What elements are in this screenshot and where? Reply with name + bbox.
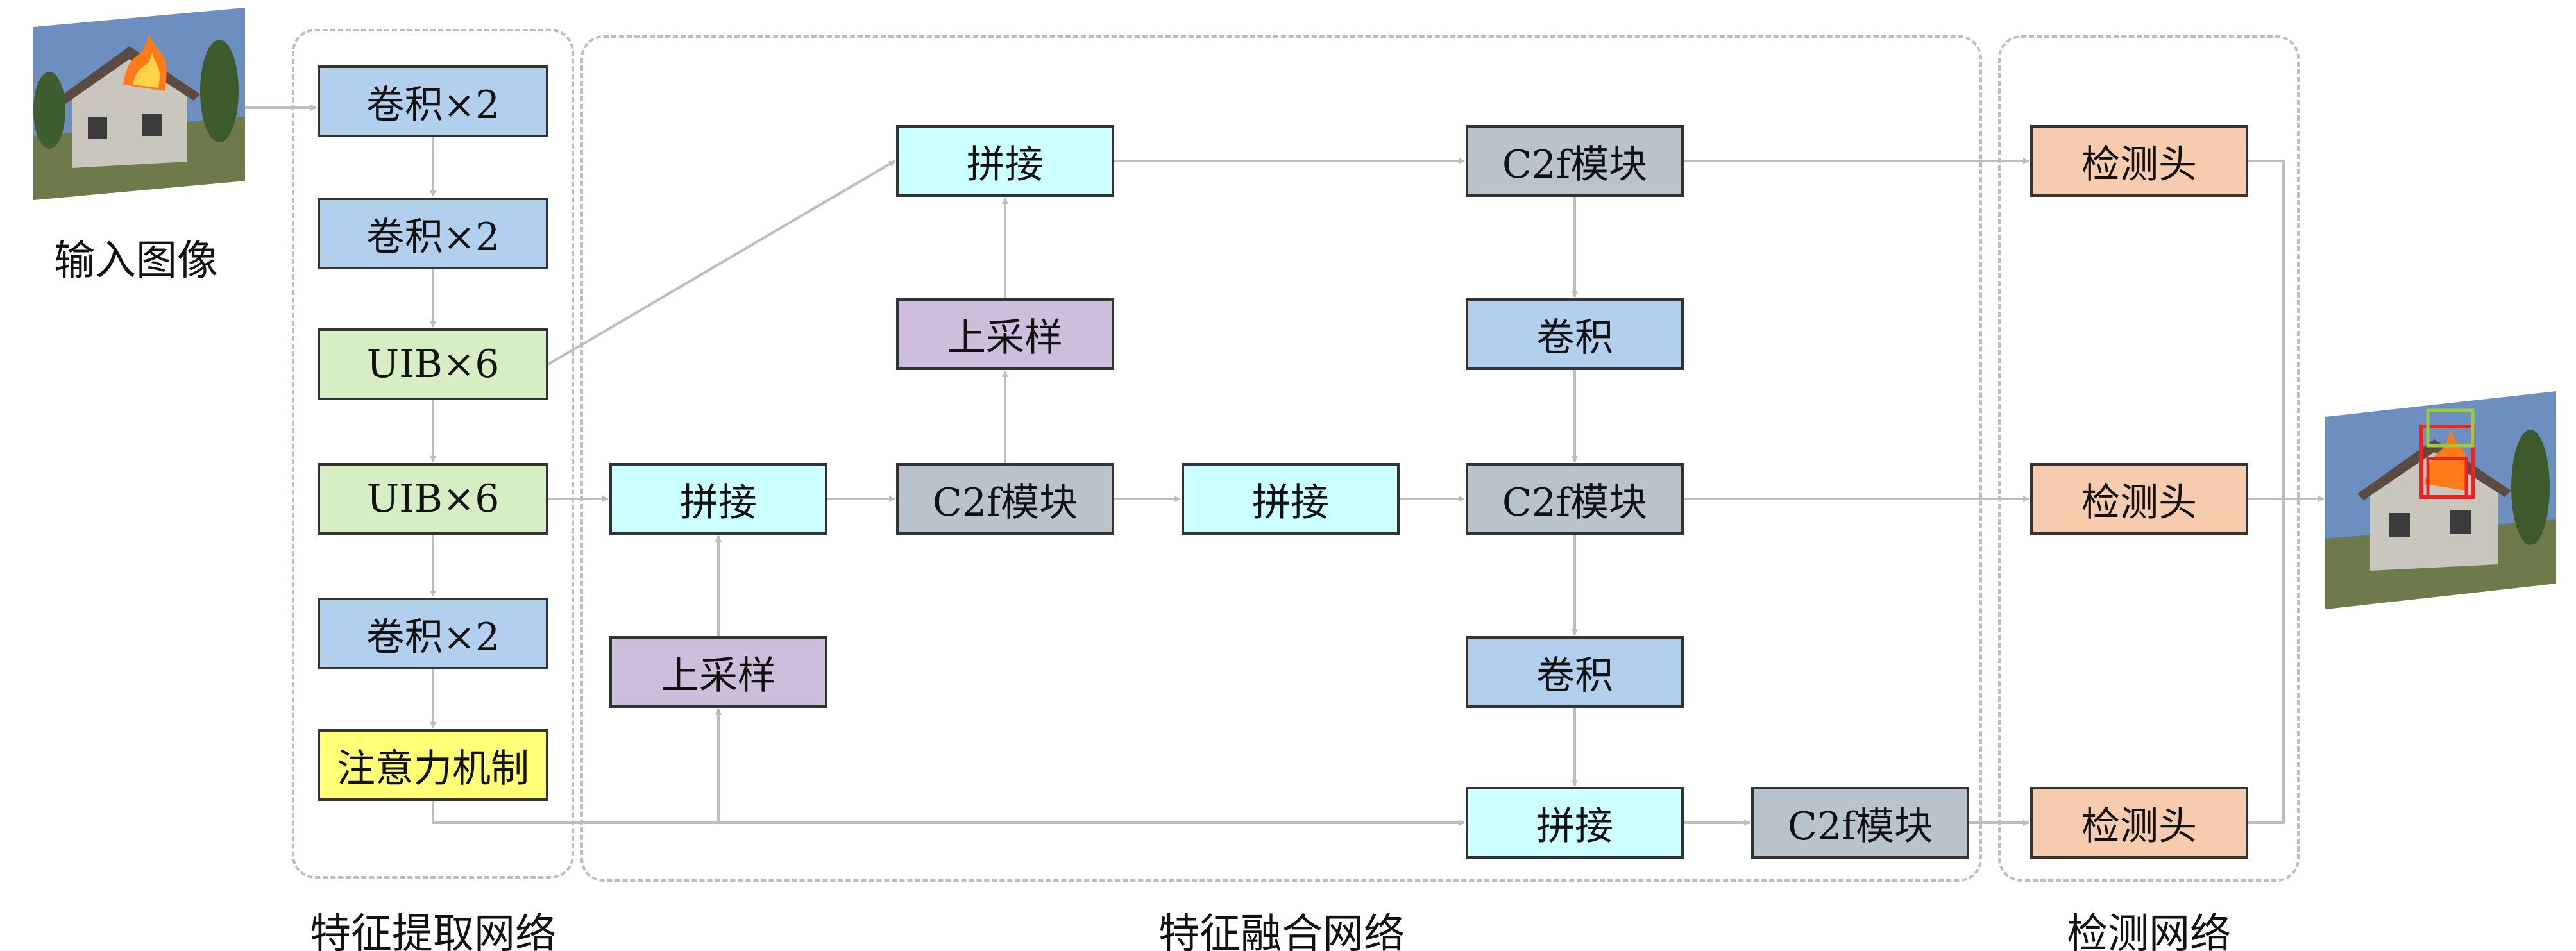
uib1-to-concat-edge <box>547 160 896 366</box>
burning-house-photo-icon <box>33 8 245 200</box>
backbone-group-label: 特征提取网络 <box>310 911 556 951</box>
input-image-caption: 输入图像 <box>54 237 218 285</box>
backbone-conv-x2-node: 卷积×2 <box>318 598 548 669</box>
attention-to-bottom-concat-edge <box>432 801 1465 826</box>
upsample-node: 上采样 <box>896 298 1114 370</box>
upsample-node: 上采样 <box>609 636 827 708</box>
output-image <box>2325 391 2556 609</box>
detection-head-node: 检测头 <box>2030 125 2248 197</box>
attention-mechanism-node: 注意力机制 <box>318 729 548 801</box>
backbone-group <box>292 29 574 879</box>
conv-node: 卷积 <box>1466 298 1684 370</box>
concat-node: 拼接 <box>1466 787 1684 859</box>
c2f-module-node: C2f模块 <box>1466 463 1684 535</box>
head1-to-output-edge <box>2248 160 2285 499</box>
c2f-module-node: C2f模块 <box>896 463 1114 535</box>
neck-group <box>580 35 1982 882</box>
neck-group-label: 特征融合网络 <box>1158 911 1405 951</box>
c2f-module-node: C2f模块 <box>1466 125 1684 197</box>
detection-head-node: 检测头 <box>2030 463 2248 535</box>
burning-house-photo-with-detections-icon <box>2325 391 2556 609</box>
backbone-uib-x6-node: UIB×6 <box>318 328 548 400</box>
conv-node: 卷积 <box>1466 636 1684 708</box>
backbone-conv-x2-node: 卷积×2 <box>318 65 548 137</box>
head-group <box>1998 35 2300 882</box>
concat-node: 拼接 <box>896 125 1114 197</box>
head3-to-output-edge <box>2248 499 2285 824</box>
backbone-conv-x2-node: 卷积×2 <box>318 198 548 269</box>
concat-node: 拼接 <box>609 463 827 535</box>
c2f-module-node: C2f模块 <box>1751 787 1969 859</box>
head-group-label: 检测网络 <box>2067 911 2231 951</box>
concat-node: 拼接 <box>1182 463 1400 535</box>
input-image <box>33 8 245 200</box>
detection-head-node: 检测头 <box>2030 787 2248 859</box>
backbone-uib-x6-node: UIB×6 <box>318 463 548 535</box>
